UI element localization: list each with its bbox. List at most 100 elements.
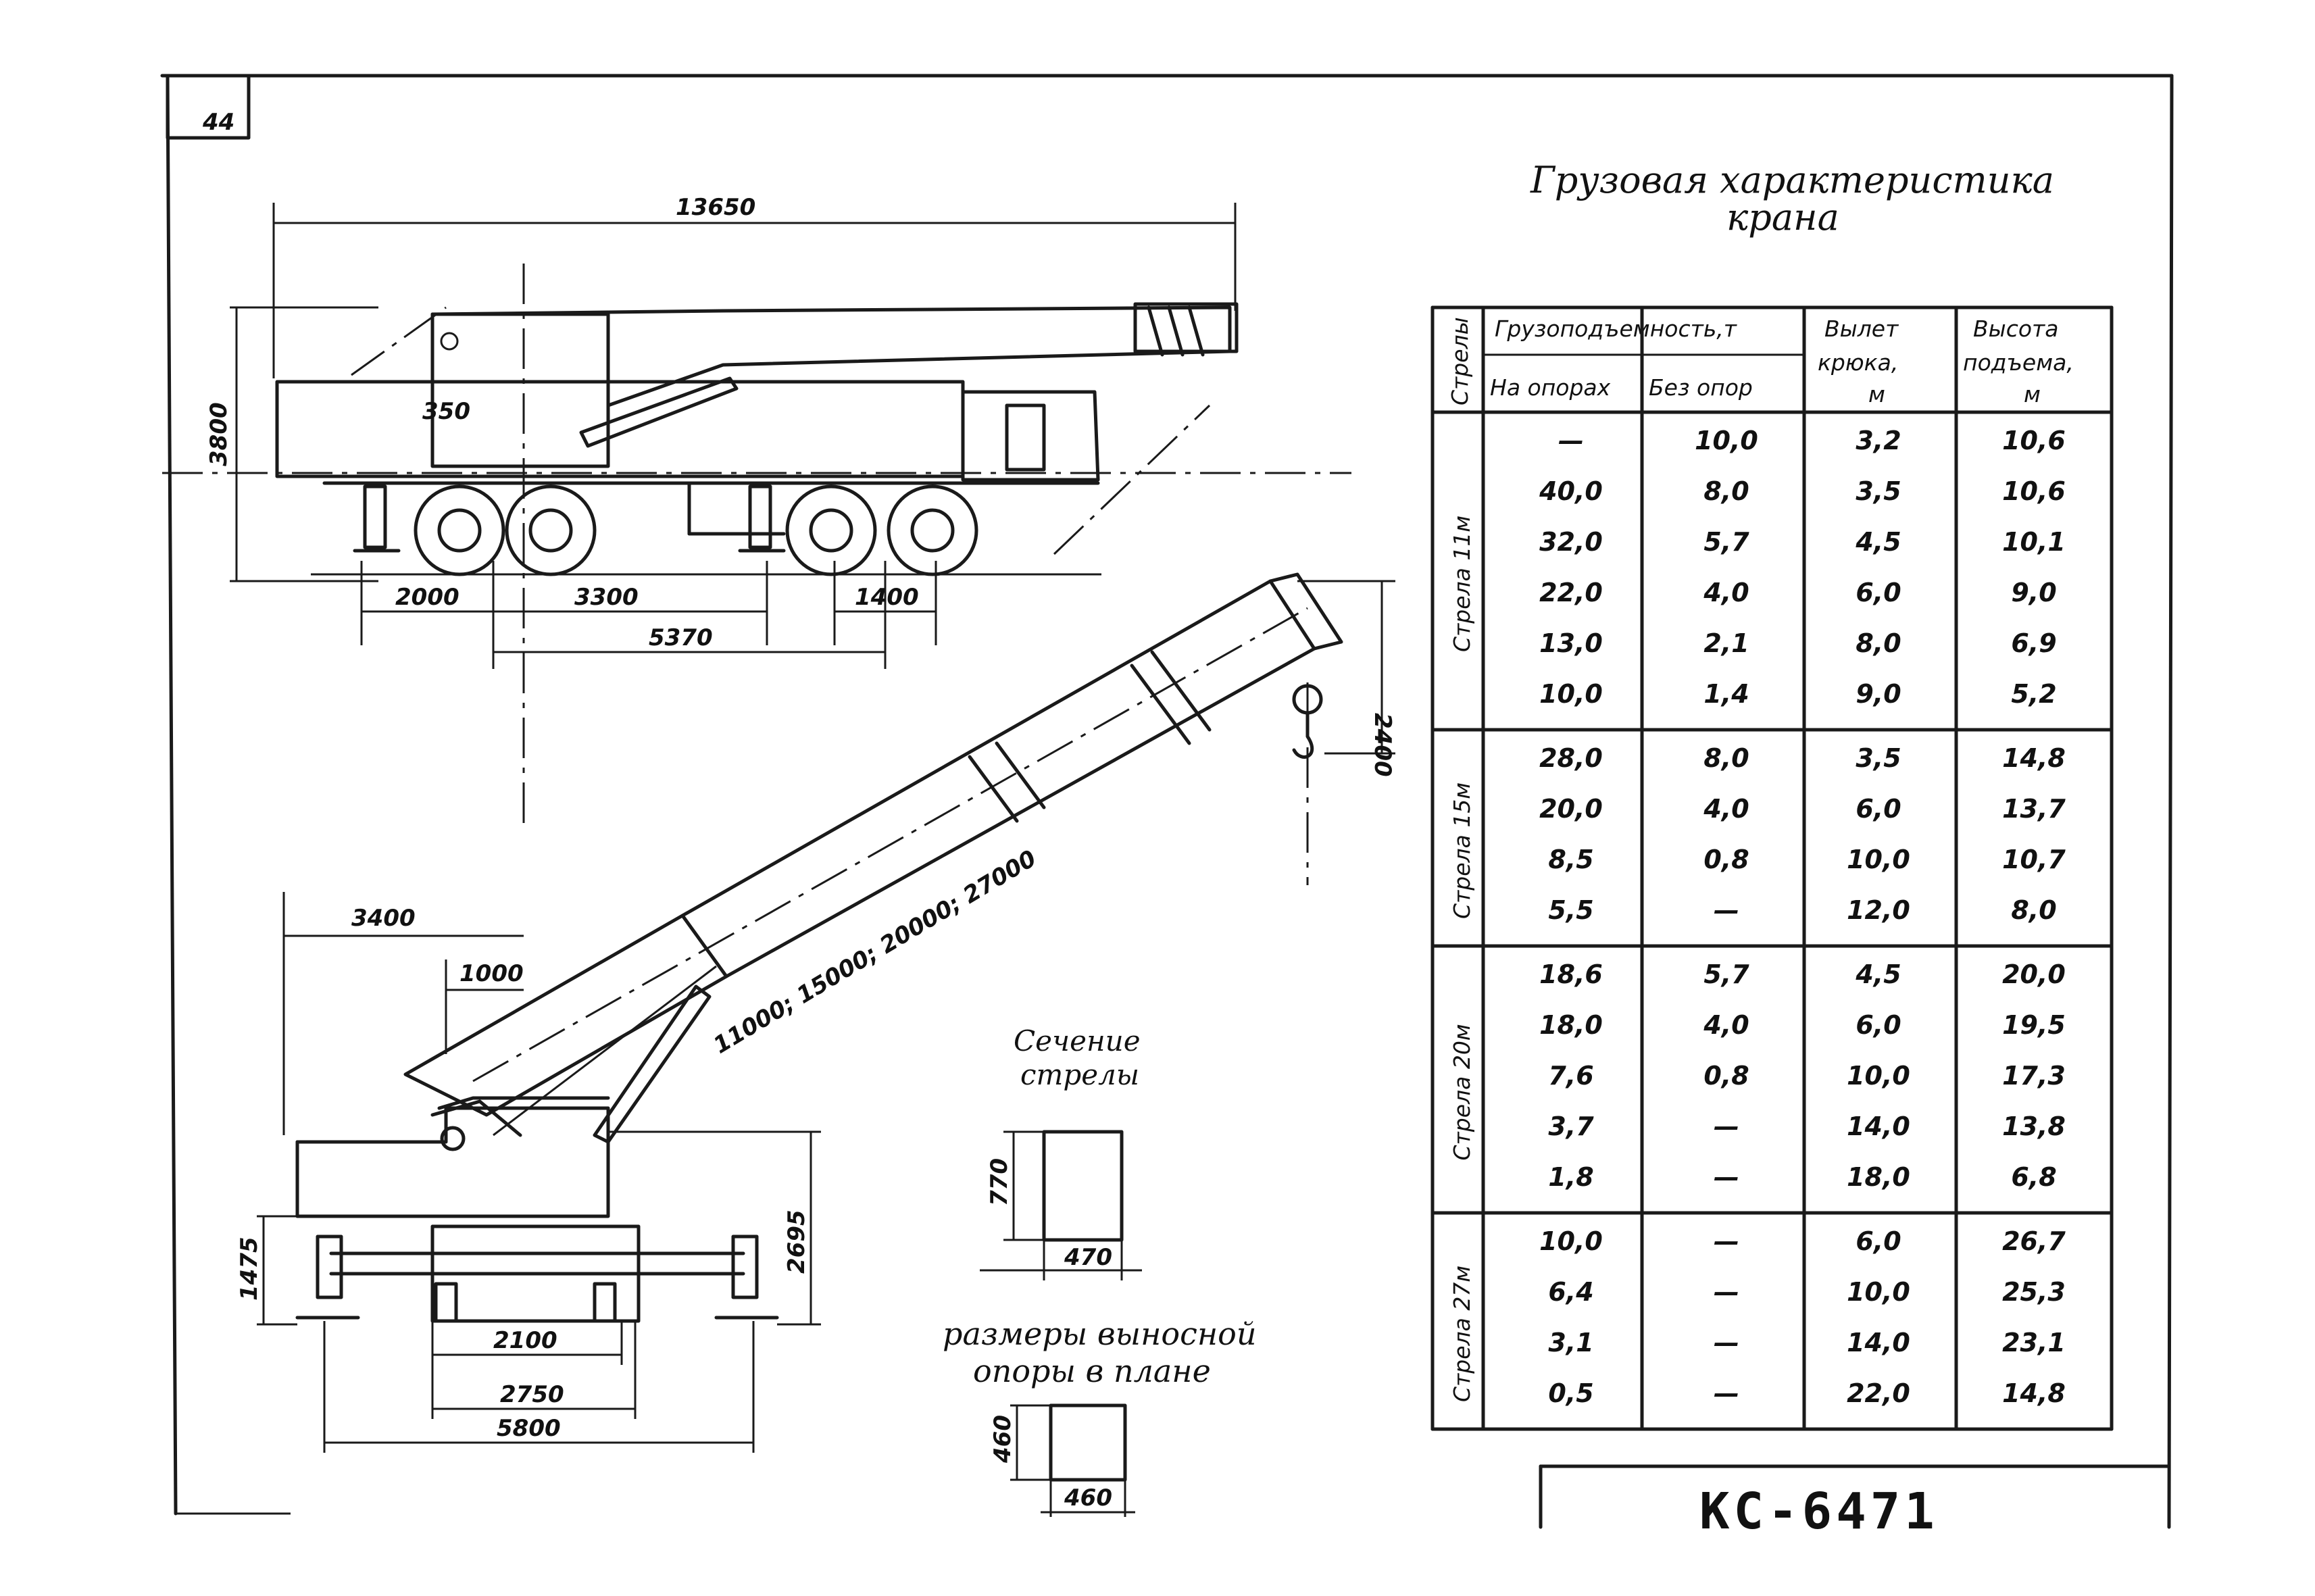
table-cell: 17,3 bbox=[2002, 1061, 2066, 1091]
table-cell: 0,8 bbox=[1703, 1061, 1749, 1091]
outrigger-height: 460 bbox=[989, 1415, 1016, 1464]
table-cell: 14,0 bbox=[1847, 1112, 1910, 1141]
table-cell: 13,7 bbox=[2002, 794, 2066, 824]
table-cell: 10,0 bbox=[1847, 1277, 1910, 1307]
dim-2400: 2400 bbox=[1369, 713, 1396, 777]
boom-section-title-1: Сечение bbox=[1014, 1024, 1141, 1057]
table-cell: 22,0 bbox=[1539, 578, 1603, 607]
outrigger-pad-rect bbox=[1049, 1403, 1127, 1482]
table-cell: 6,8 bbox=[2011, 1162, 2056, 1192]
stowed-boom bbox=[430, 305, 1232, 407]
table-cell: 5,7 bbox=[1703, 527, 1749, 557]
table-cell: 18,6 bbox=[1539, 959, 1603, 989]
table-cell: 4,5 bbox=[1855, 527, 1901, 557]
table-cell: 7,6 bbox=[1548, 1061, 1593, 1091]
table-cell: 0,8 bbox=[1703, 845, 1749, 874]
boom-section-width: 470 bbox=[1064, 1244, 1112, 1271]
table-cell: 32,0 bbox=[1539, 527, 1603, 557]
table-cell: 10,6 bbox=[2002, 476, 2066, 506]
table-cell: 3,5 bbox=[1856, 476, 1901, 506]
boom-section: Сечение стрелы 770 470 bbox=[980, 1024, 1142, 1280]
chassis-wheels bbox=[414, 484, 978, 576]
outrigger-width: 460 bbox=[1064, 1485, 1112, 1512]
table-cell: 10,0 bbox=[1847, 845, 1910, 874]
table-cell: 12,0 bbox=[1847, 895, 1910, 925]
table-cell: — bbox=[1558, 426, 1584, 455]
crane-model: КС-6471 bbox=[1699, 1482, 1939, 1541]
table-cell: — bbox=[1714, 1112, 1739, 1141]
dim-5800: 5800 bbox=[497, 1415, 561, 1442]
table-cell: 10,1 bbox=[2002, 527, 2066, 557]
header-height-1: Высота bbox=[1973, 316, 2058, 342]
table-cell: 5,5 bbox=[1548, 895, 1593, 925]
page-number: 44 bbox=[202, 109, 234, 136]
load-characteristics: Грузовая характеристика крана Стрелы Груз… bbox=[1430, 159, 2114, 1431]
table-cell: 5,7 bbox=[1703, 959, 1749, 989]
dim-2100: 2100 bbox=[493, 1327, 557, 1354]
header-reach-2: крюка, bbox=[1818, 349, 1898, 376]
table-cell: 23,1 bbox=[2002, 1328, 2066, 1357]
table-cell: — bbox=[1714, 1328, 1739, 1357]
outrigger-title-2: опоры в плане bbox=[973, 1353, 1211, 1389]
header-on-outriggers: На опорах bbox=[1490, 374, 1611, 401]
table-cell: 6,4 bbox=[1548, 1277, 1593, 1307]
outrigger-title-1: размеры выносной bbox=[943, 1316, 1256, 1352]
truck-cab bbox=[961, 390, 1100, 482]
table-cell: 4,0 bbox=[1703, 578, 1749, 607]
sheet-frame: 44 bbox=[160, 74, 2174, 1529]
table-cell: 18,0 bbox=[1847, 1162, 1910, 1192]
boom-section-height: 770 bbox=[986, 1158, 1013, 1206]
table-cell: 4,0 bbox=[1703, 794, 1749, 824]
table-title-2: крана bbox=[1726, 196, 1839, 239]
table-cell: 3,7 bbox=[1548, 1112, 1594, 1141]
crane-chassis bbox=[275, 380, 965, 478]
outrigger-pad: размеры выносной опоры в плане 460 460 bbox=[943, 1316, 1256, 1517]
boom-section-rect bbox=[1042, 1130, 1124, 1242]
header-boom: Стрелы bbox=[1447, 317, 1473, 405]
group-boom-label: Стрела 15м bbox=[1449, 782, 1475, 919]
table-cell: 8,0 bbox=[1703, 476, 1749, 506]
table-cell: 14,8 bbox=[2002, 1378, 2066, 1408]
dim-350: 350 bbox=[422, 398, 470, 425]
table-cell: 19,5 bbox=[2002, 1010, 2066, 1040]
table-cell: 20,0 bbox=[2002, 959, 2066, 989]
table-cell: 3,2 bbox=[1856, 426, 1901, 455]
table-cell: — bbox=[1714, 1162, 1739, 1192]
table-cell: 4,5 bbox=[1855, 959, 1901, 989]
table-cell: — bbox=[1714, 1277, 1739, 1307]
table-cell: 10,6 bbox=[2002, 426, 2066, 455]
table-title-1: Грузовая характеристика bbox=[1530, 159, 2054, 201]
table-cell: 10,0 bbox=[1695, 426, 1758, 455]
group-boom-label: Стрела 11м bbox=[1449, 516, 1475, 652]
table-cell: 6,0 bbox=[1856, 794, 1901, 824]
dim-2750: 2750 bbox=[500, 1381, 564, 1408]
table-cell: 28,0 bbox=[1539, 743, 1603, 773]
table-cell: 1,8 bbox=[1548, 1162, 1593, 1192]
table-cell: 14,0 bbox=[1847, 1328, 1910, 1357]
dim-5370: 5370 bbox=[649, 624, 713, 651]
table-cell: 9,0 bbox=[2011, 578, 2056, 607]
dim-1000: 1000 bbox=[459, 960, 524, 987]
dim-height: 3800 bbox=[205, 402, 232, 466]
table-cell: 8,0 bbox=[1856, 628, 1901, 658]
table-cell: — bbox=[1714, 1378, 1739, 1408]
working-chassis bbox=[295, 1106, 610, 1218]
table-cell: 26,7 bbox=[2002, 1226, 2066, 1256]
group-boom-label: Стрела 27м bbox=[1449, 1266, 1475, 1402]
boom-lengths-label: 11000; 15000; 20000; 27000 bbox=[709, 845, 1041, 1059]
header-capacity: Грузоподъемность,т bbox=[1495, 316, 1738, 342]
table-cell: 8,0 bbox=[2011, 895, 2056, 925]
header-height-2: подъема, bbox=[1963, 349, 2074, 376]
dim-3400: 3400 bbox=[351, 905, 416, 932]
table-cell: 3,1 bbox=[1548, 1328, 1593, 1357]
table-cell: 13,8 bbox=[2002, 1112, 2066, 1141]
raised-boom bbox=[403, 572, 1343, 1151]
dim-overall-length: 13650 bbox=[676, 194, 755, 221]
dim-2000: 2000 bbox=[395, 584, 459, 611]
dim-1475: 1475 bbox=[236, 1237, 263, 1301]
table-cell: 10,7 bbox=[2002, 845, 2066, 874]
header-reach-1: Вылет bbox=[1824, 316, 1899, 342]
table-cell: — bbox=[1714, 1226, 1739, 1256]
